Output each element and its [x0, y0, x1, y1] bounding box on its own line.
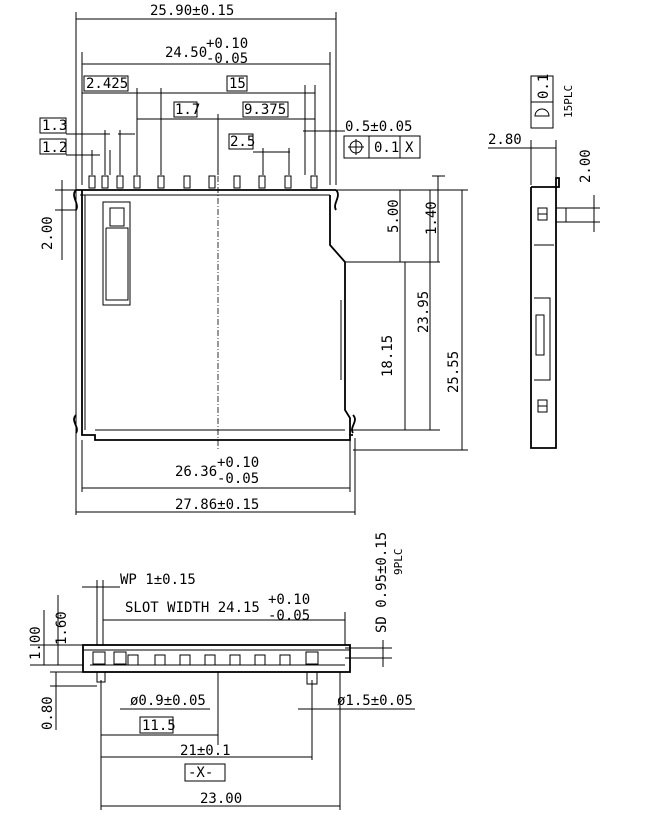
- fcf-datum: X: [405, 140, 414, 156]
- dim-bottom-inner: 26.36: [175, 464, 217, 480]
- contact-pins: [88, 175, 318, 189]
- dim-bottom-inner-plus: +0.10: [217, 455, 259, 471]
- dim-bottom-inner-minus: -0.05: [217, 471, 259, 487]
- slot-width-plus: +0.10: [268, 592, 310, 608]
- top-view: 25.90±0.15 24.50 +0.10 -0.05 2.425 15 1.…: [39, 3, 468, 515]
- dim-pin-width: 0.5±0.05: [345, 119, 412, 135]
- dim-pin-span: 15: [229, 76, 246, 92]
- dim-front-1-60: 1.60: [54, 611, 70, 645]
- front-view: WP 1±0.15 SLOT WIDTH 24.15 +0.10 -0.05 S…: [28, 532, 415, 810]
- wp-label: WP 1±0.15: [120, 572, 196, 588]
- connector-body-top: [73, 189, 356, 441]
- dim-front-0-80: 0.80: [40, 696, 56, 730]
- front-contacts: [92, 651, 319, 666]
- sd-label: SD 0.95±0.15: [374, 532, 390, 633]
- dim-11-5: 11.5: [142, 718, 176, 734]
- dim-height-1-40: 1.40: [424, 201, 440, 235]
- fcf-tolerance: 0.1: [374, 140, 399, 156]
- dim-height-18-15: 18.15: [380, 335, 396, 377]
- dim-21: 21±0.1: [180, 743, 231, 759]
- dim-first-pitch: 2.425: [86, 76, 128, 92]
- dim-bottom-overall: 27.86±0.15: [175, 497, 259, 513]
- pin-leaders: [91, 85, 316, 175]
- sd-note: 9PLC: [392, 549, 405, 576]
- dim-hole-large: ø1.5±0.05: [337, 693, 413, 709]
- dim-overall-width: 25.90±0.15: [150, 3, 234, 19]
- side-view: 0.1 15PLC 2.80 2.00: [488, 74, 600, 449]
- dim-pin-pitch: 1.7: [175, 102, 200, 118]
- dim-1-3: 1.3: [42, 118, 67, 134]
- dim-front-1-00: 1.00: [28, 626, 44, 660]
- dim-last-offset: 9.375: [244, 102, 286, 118]
- flatness-tolerance: 0.1: [536, 74, 552, 99]
- dim-height-25-55: 25.55: [446, 351, 462, 393]
- datum-x: -X-: [188, 765, 213, 781]
- dim-thickness: 2.80: [488, 132, 522, 148]
- dim-1-2: 1.2: [42, 140, 67, 156]
- slot-width-minus: -0.05: [268, 608, 310, 624]
- dim-inner-width-minus: -0.05: [206, 51, 248, 67]
- slot-width-label: SLOT WIDTH 24.15: [125, 600, 260, 616]
- dim-pin-small-pitch: 2.5: [230, 134, 255, 150]
- flatness-note: 15PLC: [562, 85, 575, 118]
- dim-front-overall: 23.00: [200, 791, 242, 807]
- dim-inner-width: 24.50: [165, 45, 207, 61]
- dim-inner-width-plus: +0.10: [206, 36, 248, 52]
- dim-height-23-95: 23.95: [416, 291, 432, 333]
- dim-left-2-00: 2.00: [40, 216, 56, 250]
- dim-height-5-00: 5.00: [386, 199, 402, 233]
- dim-side-height: 2.00: [578, 149, 594, 183]
- dim-hole-small: ø0.9±0.05: [130, 693, 206, 709]
